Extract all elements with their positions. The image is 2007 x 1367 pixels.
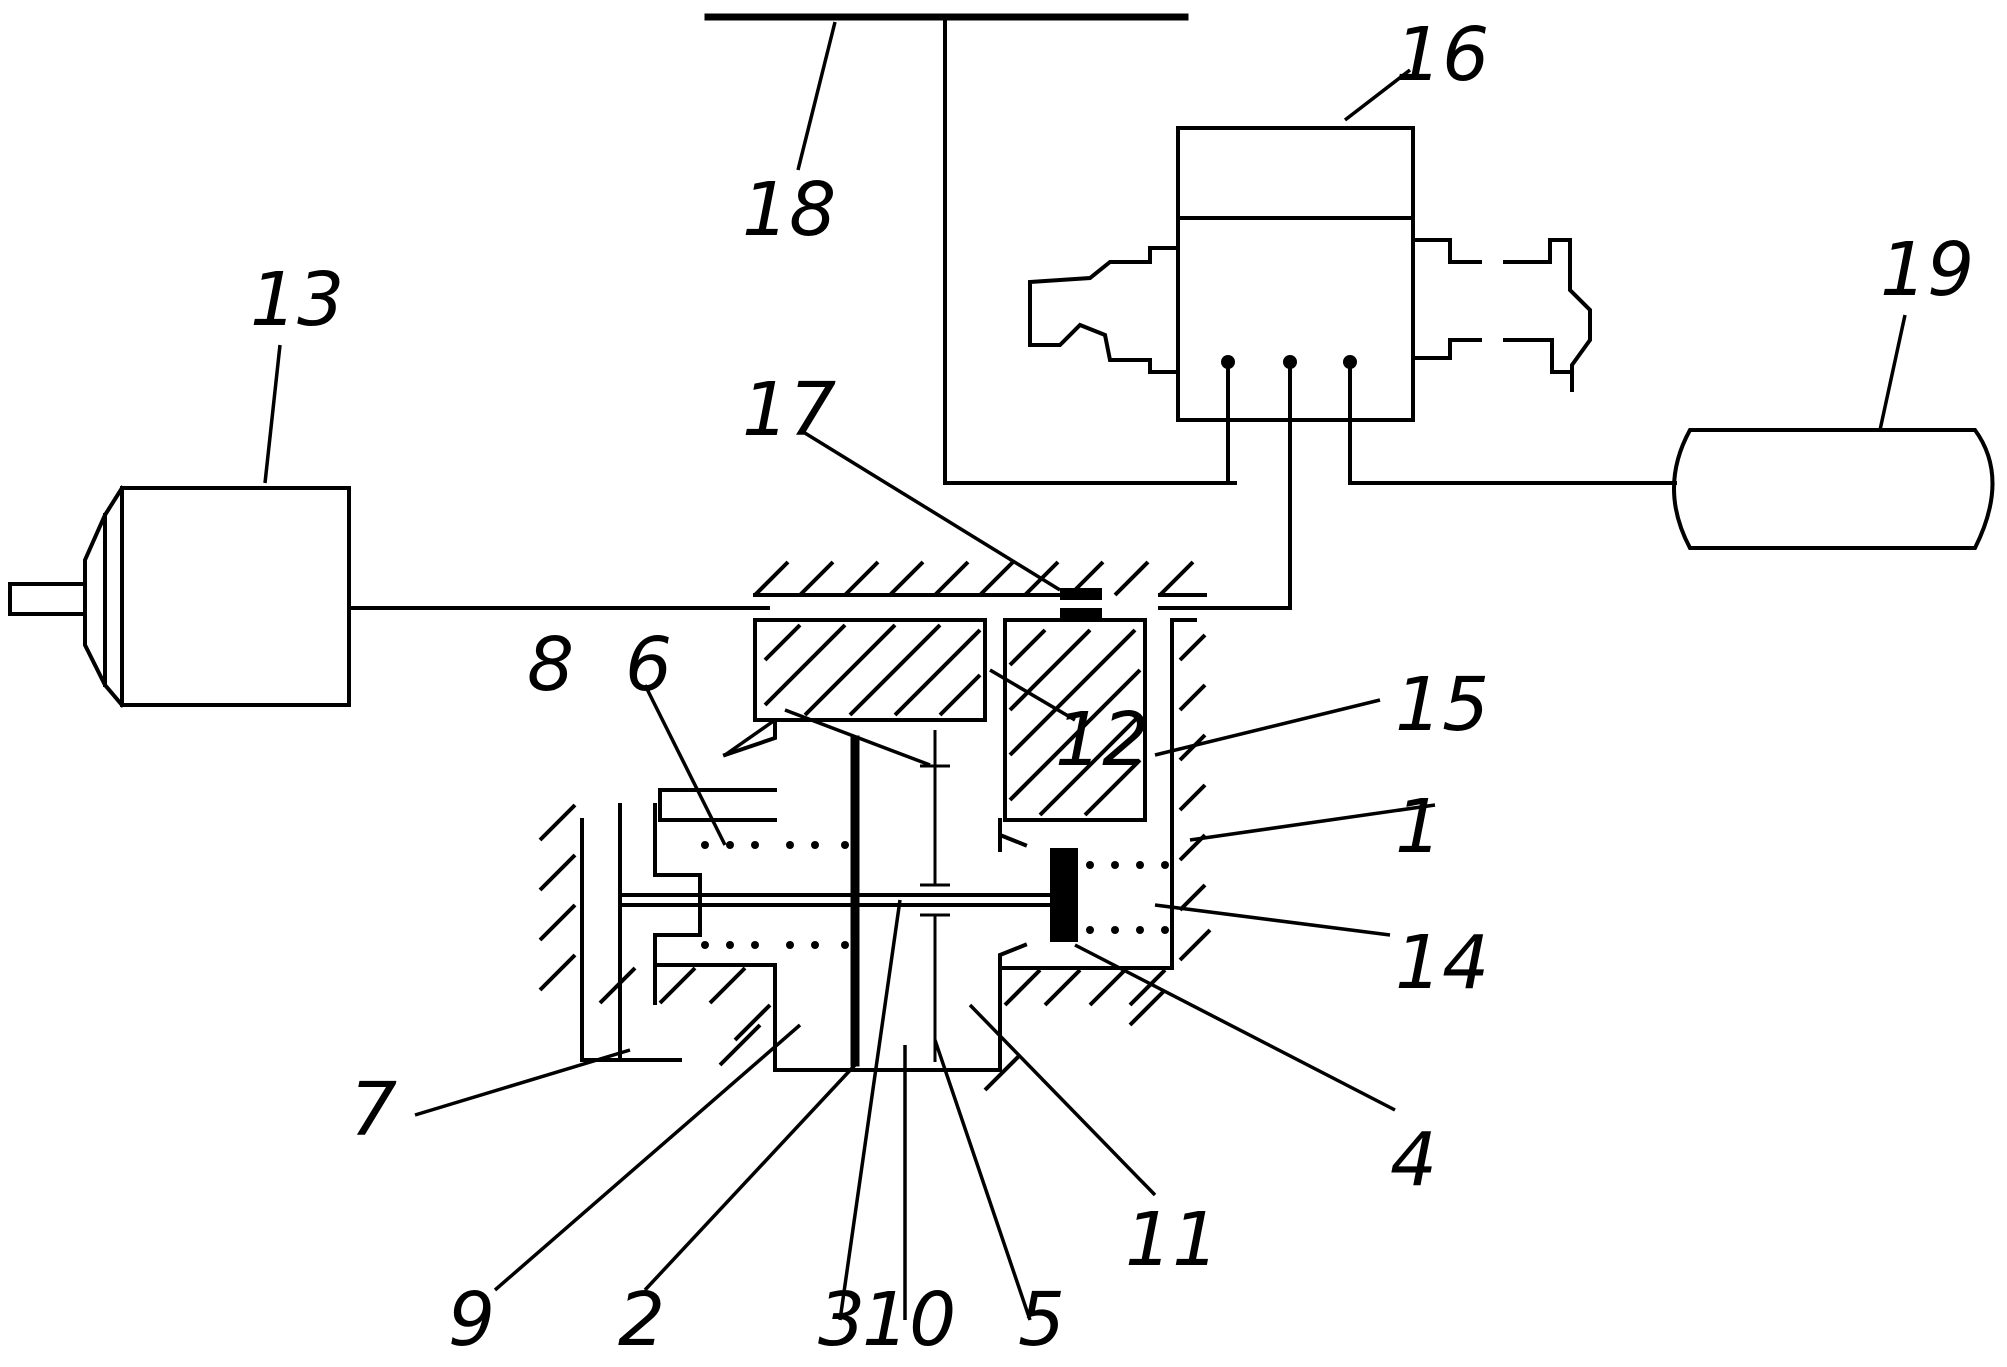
label-2: 2 bbox=[618, 1277, 665, 1363]
left-housing bbox=[540, 790, 775, 1060]
label-6: 6 bbox=[625, 622, 672, 708]
controller-unit bbox=[1030, 128, 1675, 483]
label-7: 7 bbox=[350, 1067, 397, 1153]
label-9: 9 bbox=[448, 1277, 495, 1363]
label-14: 14 bbox=[1395, 920, 1489, 1006]
housing-top-wall bbox=[755, 562, 1205, 618]
spring-right bbox=[1086, 861, 1169, 934]
label-19: 19 bbox=[1880, 227, 1974, 313]
label-18: 18 bbox=[742, 167, 836, 253]
label-17: 17 bbox=[742, 367, 836, 453]
label-13: 13 bbox=[250, 257, 344, 343]
label-11: 11 bbox=[1125, 1197, 1219, 1283]
reference-numerals: 1 2 3 4 5 6 7 8 9 10 11 12 13 14 15 16 1… bbox=[250, 12, 1974, 1363]
label-1: 1 bbox=[1395, 784, 1442, 870]
label-8: 8 bbox=[527, 622, 574, 708]
central-chamber bbox=[720, 820, 1172, 1090]
leader-lines bbox=[265, 22, 1905, 1320]
label-3: 3 bbox=[818, 1277, 865, 1363]
plunger-rod bbox=[620, 895, 1050, 905]
label-4: 4 bbox=[1390, 1117, 1437, 1203]
label-15: 15 bbox=[1395, 662, 1489, 748]
piston bbox=[1050, 848, 1078, 942]
right-housing-wall bbox=[1172, 620, 1210, 968]
label-5: 5 bbox=[1018, 1277, 1065, 1363]
electric-motor bbox=[10, 488, 349, 705]
label-16: 16 bbox=[1395, 12, 1489, 98]
label-10: 10 bbox=[862, 1277, 956, 1363]
label-12: 12 bbox=[1055, 697, 1149, 783]
reservoir-tank bbox=[1674, 430, 1993, 548]
